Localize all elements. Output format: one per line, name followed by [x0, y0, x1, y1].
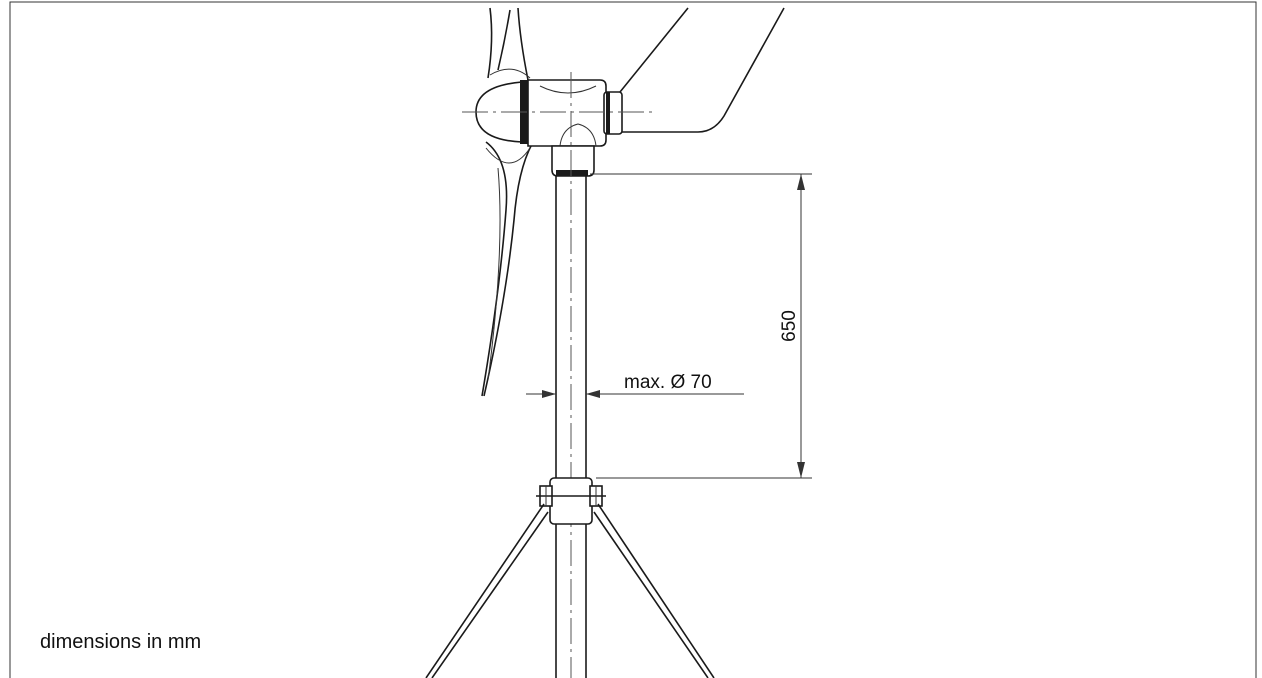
lower-rotor-blade — [481, 141, 533, 397]
mast-tube — [555, 176, 587, 678]
drawing-frame — [9, 1, 1257, 678]
tripod-legs — [425, 503, 715, 678]
units-note: dimensions in mm — [40, 631, 201, 653]
tail-vane — [619, 7, 785, 133]
diameter-dimension-label: max. Ø 70 — [624, 372, 712, 393]
diameter-dimension — [526, 390, 744, 398]
mast-clamp — [536, 477, 606, 525]
height-dimension-label: 650 — [779, 310, 800, 342]
height-dimension — [590, 173, 812, 479]
upper-rotor-blade — [487, 7, 531, 81]
nacelle-body — [527, 79, 607, 147]
